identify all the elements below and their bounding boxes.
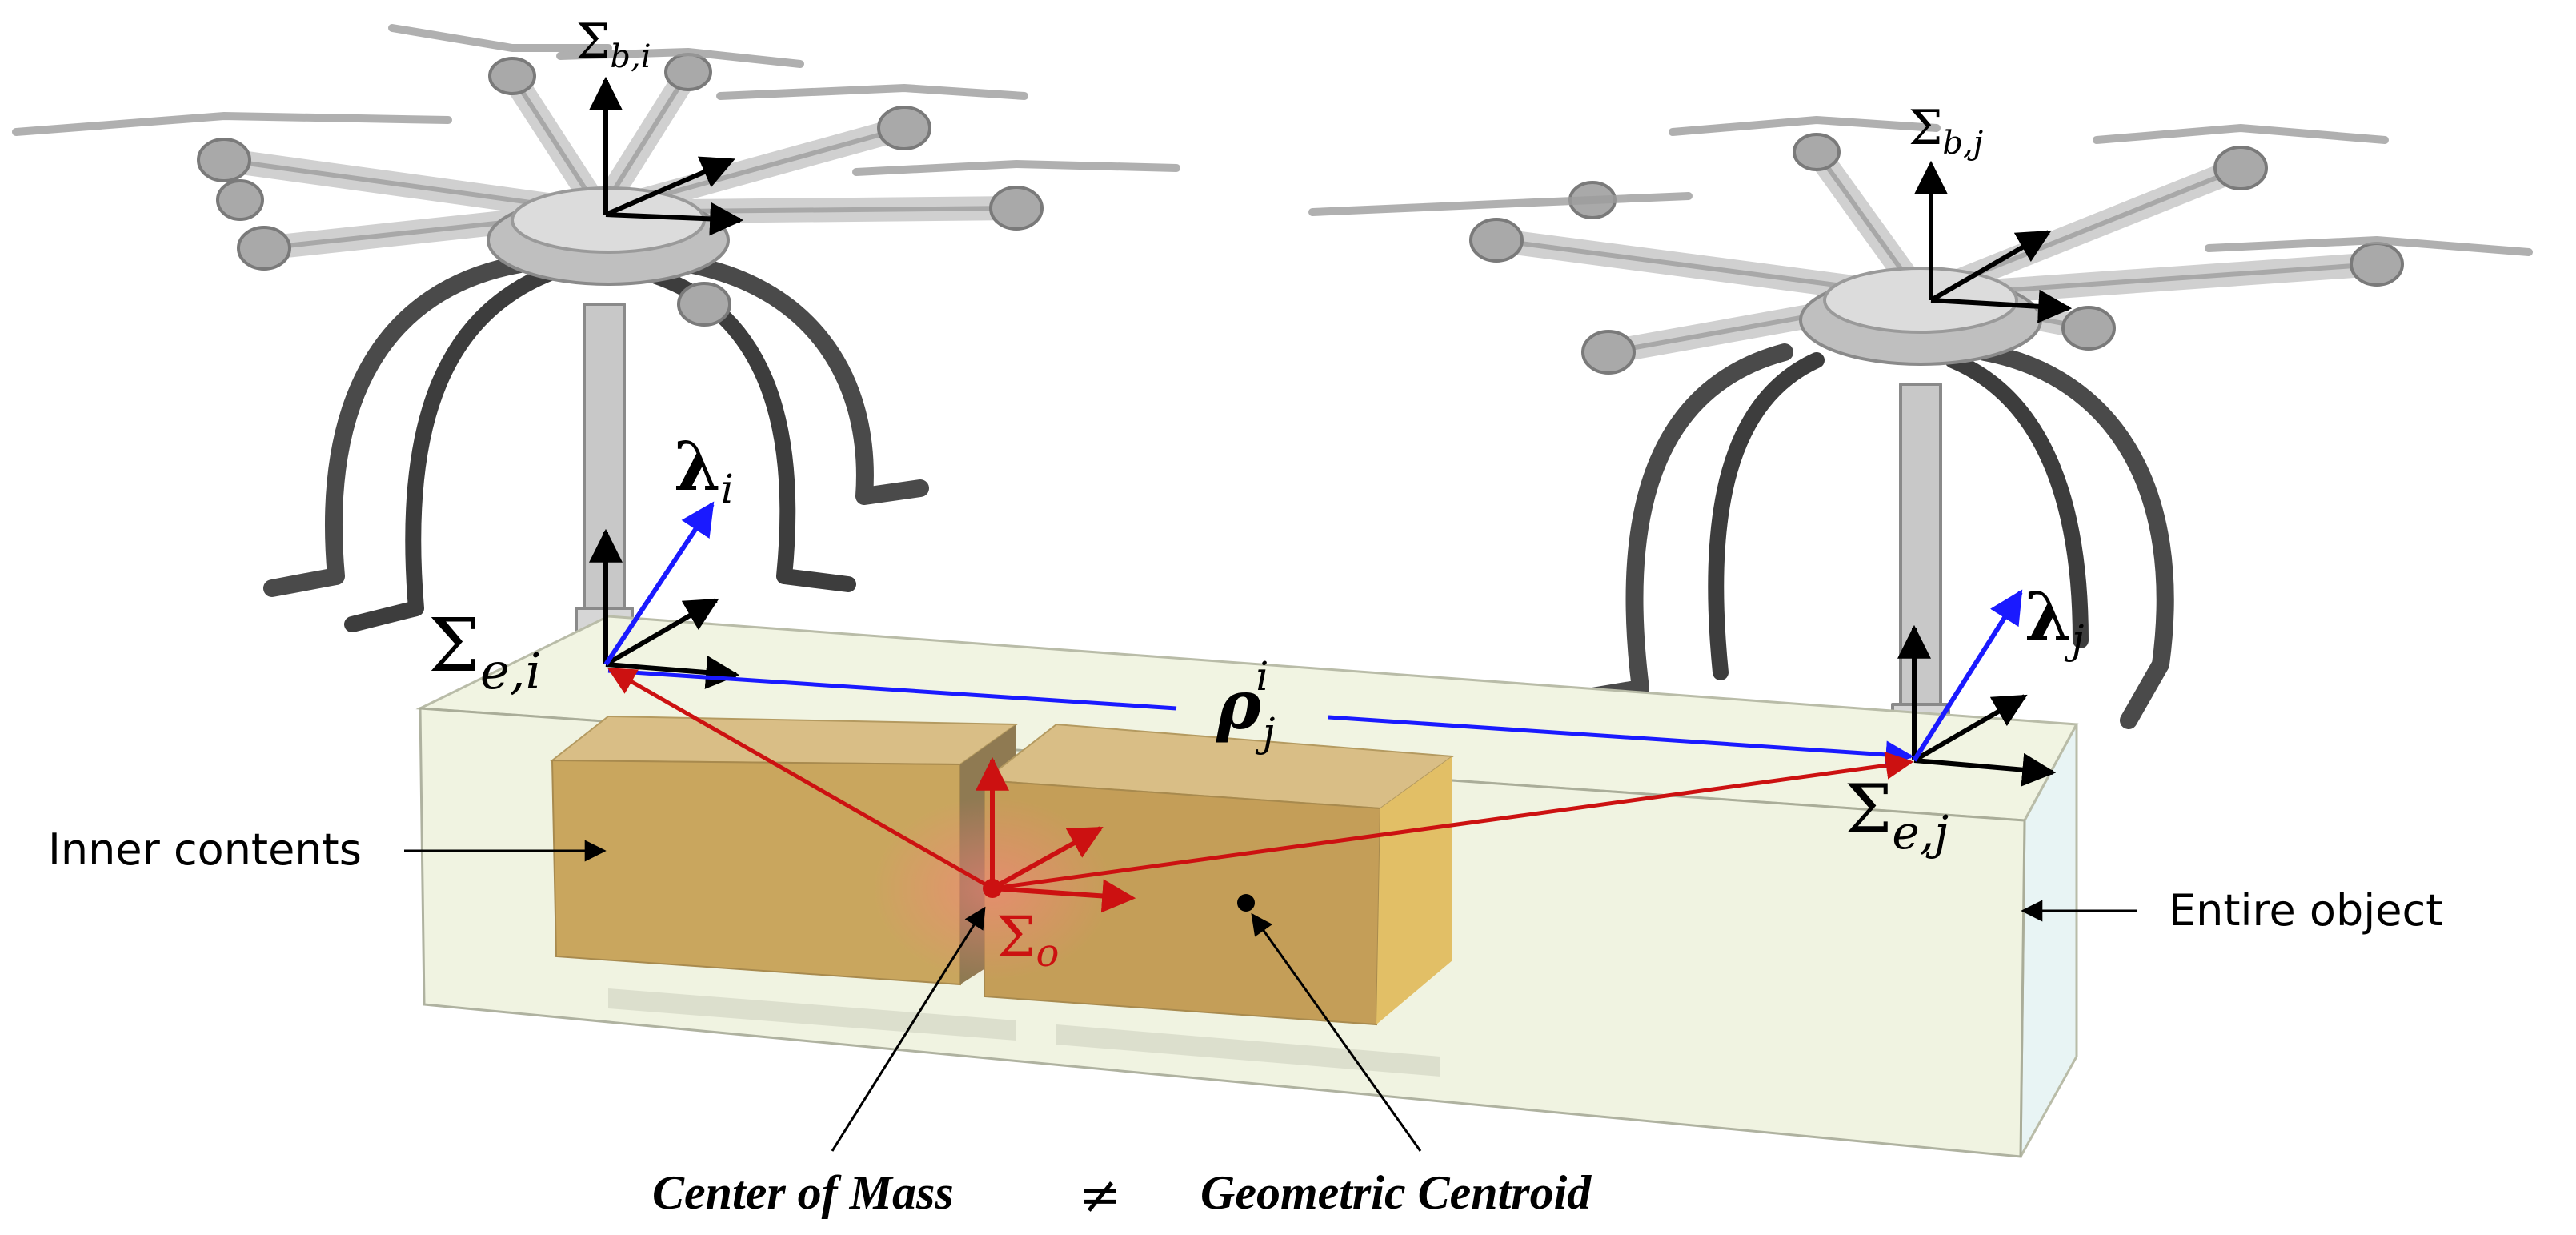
position-vectors (607, 667, 1914, 891)
label-lambda-j: λj (2025, 577, 2084, 663)
frame-o-axes (976, 756, 1136, 913)
label-entire-object: Entire object (2169, 885, 2442, 936)
drone-i-landing-gear (263, 255, 529, 597)
frame-b-i-axes (589, 76, 744, 236)
label-sigma-e-i: Σe,i (428, 603, 541, 700)
drone-i (12, 24, 1180, 642)
label-sigma-e-j: Σe,j (1845, 770, 1949, 860)
inner-block-left (550, 715, 1020, 766)
label-not-equal: ≠ (1079, 1166, 1122, 1225)
lambda-i-vector (603, 501, 715, 666)
label-sigma-o: Σo (996, 904, 1059, 976)
label-sigma-b-i: Σb,i (576, 14, 651, 75)
lambda-j-vector (1912, 589, 2023, 762)
frame-e-i-axes (589, 528, 740, 689)
label-geometric-centroid: Geometric Centroid (1200, 1166, 1592, 1219)
drone-j-gripper (1899, 383, 1942, 706)
rho-vector (607, 668, 1914, 769)
label-inner-contents: Inner contents (48, 824, 362, 875)
drone-j (1308, 116, 2533, 738)
label-sigma-b-j: Σb,j (1909, 100, 1983, 162)
geometric-centroid-dot (1237, 894, 1255, 912)
callout-arrows (404, 840, 2137, 1152)
center-of-mass-dot (983, 879, 1002, 898)
label-center-of-mass: Center of Mass (652, 1166, 954, 1219)
label-lambda-i: λi (674, 427, 734, 512)
frame-e-j-axes (1897, 624, 2057, 787)
frame-b-j-axes (1914, 160, 2073, 323)
